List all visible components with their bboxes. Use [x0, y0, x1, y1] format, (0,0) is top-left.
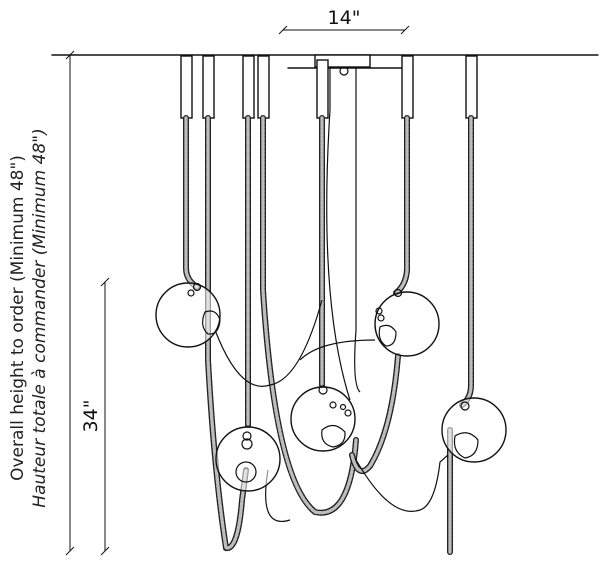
- globe-lower-left: [215, 426, 281, 492]
- drop-height-label: 34": [80, 400, 102, 433]
- globe-left: [155, 282, 221, 348]
- overall-height-label-fr: Hauteur totale à commander (Minimum 48"): [30, 128, 50, 507]
- globe-center: [290, 385, 356, 452]
- overall-height-label-en: Overall height to order (Minimum 48"): [8, 155, 28, 481]
- canopy-width-label: 14": [328, 7, 361, 29]
- thin-wires: [214, 68, 449, 522]
- canopy: [287, 54, 406, 76]
- globe-right-center: [374, 288, 440, 357]
- canopy-width-dimension: 14": [278, 7, 410, 35]
- overall-height-dimension: [65, 50, 75, 556]
- drop-height-dimension: 34": [80, 277, 110, 556]
- globe-right: [441, 397, 507, 463]
- glass-globes: [155, 282, 507, 492]
